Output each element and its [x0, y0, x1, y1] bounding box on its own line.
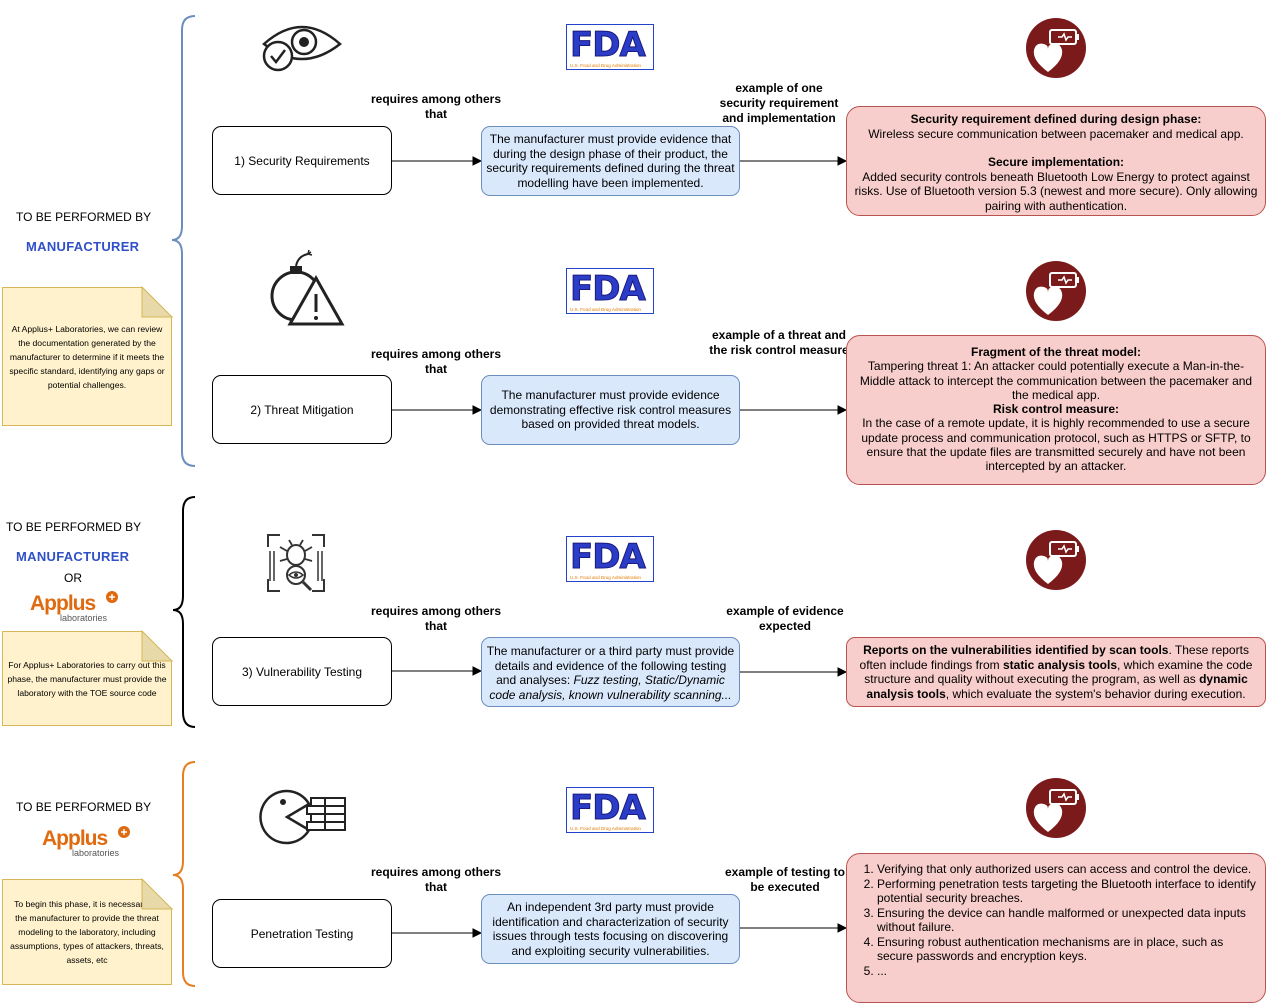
- manufacturer-label-2: MANUFACTURER: [16, 549, 130, 564]
- pacemaker-heart-icon: [1026, 261, 1086, 321]
- bracket-blue: [171, 15, 196, 467]
- pacemaker-heart-icon: [1026, 18, 1086, 78]
- example-1-text-2: Added security controls beneath Bluetoot…: [854, 169, 1258, 213]
- requires-label-2: requires among others that: [366, 347, 506, 377]
- example-box-2: Fragment of the threat model: Tampering …: [846, 335, 1266, 485]
- list-item: ...: [877, 964, 1257, 979]
- manufacturer-label-1: MANUFACTURER: [26, 239, 140, 254]
- example-3-bold-3: dynamic analysis tools: [866, 672, 1248, 701]
- bracket-orange: [172, 761, 196, 987]
- applus-logo-2: Applus laboratories: [42, 825, 142, 864]
- svg-text:Applus: Applus: [42, 827, 107, 850]
- list-item: Ensuring the device can handle malformed…: [877, 906, 1257, 935]
- example-2-heading-2: Risk control measure:: [992, 402, 1120, 417]
- performed-by-label-3: TO BE PERFORMED BY: [16, 800, 152, 814]
- bug-scan-icon: [267, 534, 325, 592]
- example-2-text-1: Tampering threat 1: An attacker could po…: [859, 359, 1253, 402]
- arrows: [392, 156, 848, 938]
- example-2-heading-1: Fragment of the threat model:: [970, 345, 1141, 359]
- example-box-3: Reports on the vulnerabilities identifie…: [846, 637, 1266, 707]
- note-3-fold: [141, 877, 174, 910]
- requirement-box-1: The manufacturer must provide evidence t…: [481, 126, 740, 196]
- performed-by-label-2: TO BE PERFORMED BY: [6, 520, 142, 534]
- example-3-bold-2: static analysis tools: [1002, 657, 1118, 672]
- bomb-warning-icon: [270, 249, 345, 326]
- example-3-text-1: . These reports often include findings f…: [859, 643, 1249, 672]
- svg-text:Applus: Applus: [30, 592, 95, 615]
- step-security-requirements: 1) Security Requirements: [212, 126, 392, 195]
- bracket-black: [172, 496, 196, 728]
- step-vulnerability-testing: 3) Vulnerability Testing: [212, 637, 392, 706]
- note-2-text: For Applus+ Laboratories to carry out th…: [7, 659, 167, 698]
- example-1-text-1: Wireless secure communication between pa…: [868, 126, 1244, 141]
- example-label-3: example of evidence expected: [722, 604, 848, 634]
- step-penetration-testing: Penetration Testing: [212, 899, 392, 968]
- or-label: OR: [64, 571, 82, 585]
- example-1-heading-1: Security requirement defined during desi…: [910, 112, 1202, 126]
- note-2-fold: [141, 629, 174, 662]
- requirement-3-italic: Fuzz testing, Static/Dynamic code analys…: [489, 673, 732, 702]
- list-item: Ensuring robust authentication mechanism…: [877, 935, 1257, 964]
- list-item: Performing penetration tests targeting t…: [877, 877, 1257, 906]
- svg-text:laboratories: laboratories: [72, 848, 120, 858]
- list-item: Verifying that only authorized users can…: [877, 862, 1257, 877]
- example-3-text-2: , which examine the code structure and q…: [864, 657, 1253, 687]
- requirement-3-text: The manufacturer or a third party must p…: [486, 644, 735, 687]
- pacemaker-heart-icon: [1026, 530, 1086, 590]
- example-1-heading-2: Secure implementation:: [987, 155, 1125, 169]
- example-3-bold-1: Reports on the vulnerabilities identifie…: [863, 643, 1169, 657]
- pacman-firewall-icon: [259, 789, 346, 845]
- note-3-text: To begin this phase, it is necessary for…: [10, 899, 164, 965]
- example-2-text-2: In the case of a remote update, it is hi…: [861, 416, 1251, 474]
- example-3-text-3: , which evaluate the system's behavior d…: [945, 686, 1246, 701]
- requires-label-1: requires among others that: [366, 92, 506, 122]
- applus-logo-1: Applus laboratories: [30, 590, 130, 629]
- requires-label-3: requires among others that: [366, 604, 506, 634]
- requirement-box-4: An independent 3rd party must provide id…: [481, 894, 740, 964]
- tests-list: Verifying that only authorized users can…: [855, 862, 1257, 978]
- requirement-box-3: The manufacturer or a third party must p…: [481, 637, 740, 707]
- example-box-1: Security requirement defined during desi…: [846, 106, 1266, 216]
- example-box-4: Verifying that only authorized users can…: [846, 853, 1266, 1003]
- pacemaker-heart-icon: [1026, 778, 1086, 838]
- eye-check-icon: [262, 25, 342, 72]
- performed-by-label-1: TO BE PERFORMED BY: [16, 210, 152, 224]
- svg-text:laboratories: laboratories: [60, 613, 108, 623]
- example-label-1: example of one security requirement and …: [714, 81, 844, 126]
- step-threat-mitigation: 2) Threat Mitigation: [212, 375, 392, 444]
- example-label-2: example of a threat and the risk control…: [708, 328, 850, 358]
- requirement-box-2: The manufacturer must provide evidence d…: [481, 375, 740, 445]
- note-1-text: At Applus+ Laboratories, we can review t…: [9, 323, 165, 390]
- example-label-4: example of testing to be executed: [724, 865, 846, 895]
- requires-label-4: requires among others that: [366, 865, 506, 895]
- note-1-fold: [141, 285, 174, 318]
